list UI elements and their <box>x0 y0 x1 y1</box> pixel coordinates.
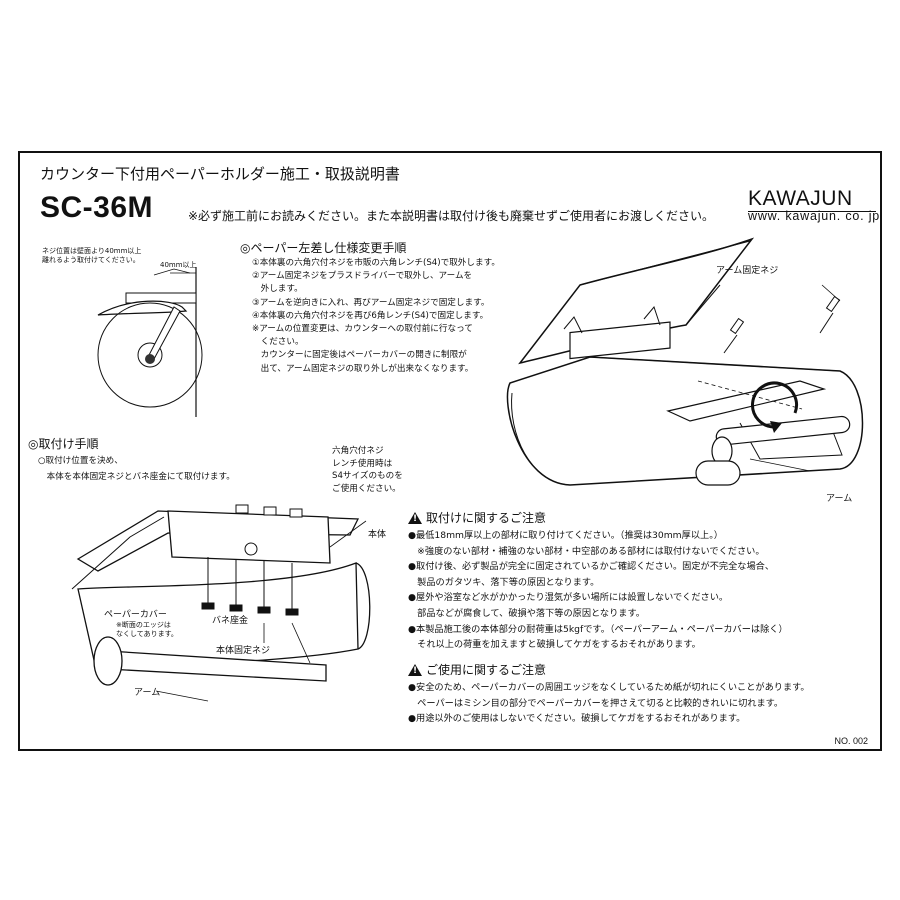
caution-line: ●本製品施工後の本体部分の耐荷重は5kgfです。（ペーパーアーム・ペーパーカバー… <box>408 623 788 635</box>
caution-install-section: 取付けに関するご注意 ●最低18mm厚以上の部材に取り付けてください。（推奨は3… <box>408 509 788 653</box>
usage-line: ペーパーはミシン目の部分でペーパーカバーを押さえて切ると比較的きれいに切れます。 <box>408 697 784 709</box>
caution-line: ●屋外や浴室など水がかかったり湿気が多い場所には設置しないでください。 <box>408 592 729 604</box>
side-view-diagram <box>97 267 203 417</box>
warning-icon <box>408 511 422 524</box>
cover-edge-note: ※断面のエッジは なくしてあります。 <box>116 621 178 639</box>
screw-position-note: ネジ位置は壁面より40mm以上 離れるよう取付けてください。 <box>42 247 141 265</box>
install-line: ○取付け位置を決め、 <box>38 456 123 466</box>
document-title: カウンター下付用ペーパーホルダー施工・取扱説明書 <box>40 165 400 183</box>
caution-line: ●最低18mm厚以上の部材に取り付けてください。（推奨は30mm厚以上。） <box>408 530 723 541</box>
screw-note-line1: ネジ位置は壁面より40mm以上 <box>42 247 142 255</box>
label-paper-cover: ペーパーカバー <box>104 610 167 620</box>
caution-line: 部品などが腐食して、破損や落下等の原因となります。 <box>408 607 645 619</box>
warning-icon <box>408 663 422 676</box>
caution-use-title: ご使用に関するご注意 <box>408 661 810 678</box>
caution-use-heading: ご使用に関するご注意 <box>426 663 547 677</box>
label-fix-screw: 本体固定ネジ <box>216 646 271 656</box>
hex-screw-note: 六角穴付ネジ レンチ使用時は S4サイズのものを ご使用ください。 <box>332 445 403 495</box>
label-spring-washer: バネ座金 <box>212 616 249 626</box>
install-instructions: ○取付け位置を決め、 本体を本体固定ネジとバネ座金にて取付けます。 <box>38 453 235 485</box>
install-heading: ◎取付け手順 <box>28 437 99 451</box>
caution-install-list: ●最低18mm厚以上の部材に取り付けてください。（推奨は30mm厚以上。） ※強… <box>408 528 788 653</box>
brand-logo: KAWAJUN <box>748 187 853 210</box>
brand-underline <box>748 211 876 212</box>
model-number: SC-36M <box>40 191 154 224</box>
step-item: ②アーム固定ネジをプラスドライバーで取外し、アームを <box>252 271 473 282</box>
hex-note-line: S4サイズのものを <box>332 471 403 482</box>
caution-line: ●取付け後、必ず製品が完全に固定されているかご確認ください。固定が不完全な場合、 <box>408 561 775 573</box>
step-item: ④本体裏の六角穴付ネジを再び6角レンチ(S4)で固定します。 <box>252 310 489 321</box>
caution-line: 製品のガタツキ、落下等の原因となります。 <box>408 576 600 588</box>
caution-install-heading: 取付けに関するご注意 <box>426 511 547 525</box>
dimension-label: 40mm以上 <box>160 261 197 269</box>
install-line: 本体を本体固定ネジとバネ座金にて取付けます。 <box>38 472 235 482</box>
document-number: NO. 002 <box>834 736 868 746</box>
step-item: ※アームの位置変更は、カウンターへの取付前に行なって <box>252 324 473 335</box>
usage-line: ●用途以外のご使用はしないでください。破損してケガをするおそれがあります。 <box>408 713 746 725</box>
step-item: 外します。 <box>252 284 303 295</box>
hex-note-line: ご使用ください。 <box>332 483 401 494</box>
step-item: 出て、アーム固定ネジの取り外しが出来なくなります。 <box>252 363 474 374</box>
label-body: 本体 <box>368 530 387 540</box>
instruction-sheet: カウンター下付用ペーパーホルダー施工・取扱説明書 SC-36M ※必ず施工前にお… <box>18 151 882 751</box>
cover-note-line: ※断面のエッジは <box>116 621 171 629</box>
label-arm-right: アーム <box>826 494 853 504</box>
step-item: ③アームを逆向きに入れ、再びアーム固定ネジで固定します。 <box>252 297 490 308</box>
step-item: カウンターに固定後はペーパーカバーの開きに制限が <box>252 350 467 361</box>
paper-change-steps: ①本体裏の六角穴付ネジを市販の六角レンチ(S4)で取外します。 ②アーム固定ネジ… <box>252 257 500 376</box>
read-notice: ※必ず施工前にお読みください。また本説明書は取付け後も廃棄せずご使用者にお渡しく… <box>188 209 715 223</box>
brand-url: www. kawajun. co. jp <box>748 209 881 223</box>
usage-line: ●安全のため、ペーパーカバーの周囲エッジをなくしているため紙が切れにくいことがあ… <box>408 682 810 693</box>
step-item: ①本体裏の六角穴付ネジを市販の六角レンチ(S4)で取外します。 <box>252 258 500 268</box>
install-diagram <box>71 504 371 702</box>
caution-install-title: 取付けに関するご注意 <box>408 509 788 526</box>
cover-note-line: なくしてあります。 <box>116 630 178 638</box>
hex-note-line: 六角穴付ネジ <box>332 446 384 456</box>
label-arm: アーム <box>134 688 161 698</box>
caution-line: ※強度のない部材・補強のない部材・中空部のある部材には取付けないでください。 <box>408 545 765 557</box>
hex-note-line: レンチ使用時は <box>332 458 393 469</box>
screw-note-line2: 離れるよう取付けてください。 <box>42 256 140 264</box>
label-arm-screw: アーム固定ネジ <box>716 266 779 276</box>
caution-use-section: ご使用に関するご注意 ●安全のため、ペーパーカバーの周囲エッジをなくしているため… <box>408 661 810 727</box>
caution-line: それ以上の荷重を加えますと破損してケガをするおそれがあります。 <box>408 639 701 651</box>
exploded-view-diagram <box>506 237 864 486</box>
paper-change-heading: ◎ペーパー左差し仕様変更手順 <box>240 241 407 255</box>
step-item: ください。 <box>252 337 304 348</box>
caution-use-list: ●安全のため、ペーパーカバーの周囲エッジをなくしているため紙が切れにくいことがあ… <box>408 680 810 727</box>
